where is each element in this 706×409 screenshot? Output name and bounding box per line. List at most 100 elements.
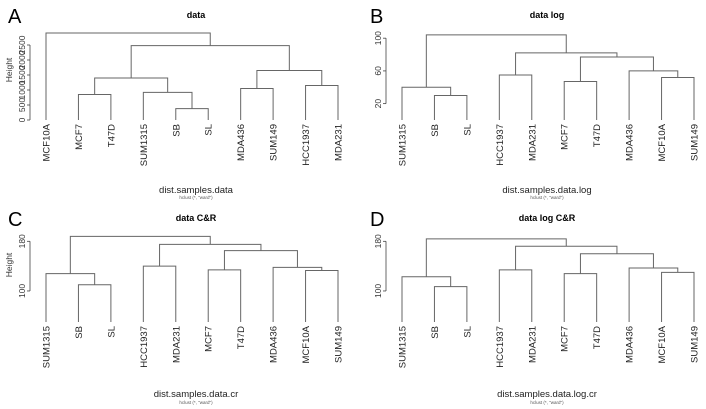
dendrogram-branch (563, 273, 598, 322)
dendrogram-branch (305, 85, 339, 120)
y-tick-label: 180 (17, 234, 27, 248)
leaf-label: HCC1937 (301, 124, 312, 166)
leaf-label: SL (106, 326, 117, 338)
dendrogram-branch (579, 253, 654, 274)
dendrogram-branch (498, 74, 533, 120)
dendrogram-branch (175, 108, 209, 120)
dendrogram-branch (515, 245, 618, 270)
leaf-label: SL (462, 124, 473, 136)
leaf-label: HCC1937 (139, 326, 150, 368)
leaf-label: HCC1937 (495, 326, 506, 368)
dendrogram-branch (425, 238, 567, 277)
leaf-label: SUM149 (334, 326, 345, 363)
leaf-label: SB (171, 124, 182, 137)
panel-title: data C&R (176, 213, 217, 223)
dendrogram-branch (661, 76, 695, 120)
leaf-label: MDA231 (527, 326, 538, 363)
method-subtitle: hclust (*, "ward") (530, 195, 564, 200)
leaf-label: MDA231 (171, 326, 182, 363)
y-tick-label: 180 (373, 234, 383, 248)
dendrogram-branch (77, 284, 112, 322)
leaf-label: SUM1315 (398, 124, 409, 166)
panel-letter: C (8, 209, 22, 231)
leaf-label: MDA231 (527, 124, 538, 161)
leaf-label: MCF10A (657, 123, 668, 161)
panel-title: data log (530, 10, 565, 20)
y-axis-title: Height (4, 57, 14, 82)
dendrogram-branch (425, 34, 567, 88)
dendrogram-branch (207, 269, 242, 322)
leaf-labels: SUM1315 SB SL HCC1937 MDA231 MCF7 T47D MDA436 MC… (398, 325, 701, 368)
leaf-label: T47D (236, 326, 247, 349)
method-subtitle: hclust (*, "ward") (179, 400, 213, 405)
dendrogram-branches (401, 238, 695, 322)
dendrogram-branch (142, 265, 177, 322)
leaf-label: MDA436 (269, 326, 280, 363)
dendrogram-branch (563, 81, 598, 120)
leaf-label: MDA436 (625, 124, 636, 161)
leaf-label: MCF10A (42, 123, 53, 161)
dendrogram-branch (77, 94, 112, 120)
panel-letter: D (370, 209, 384, 231)
leaf-label: SB (74, 326, 85, 339)
dendrogram-branch (433, 286, 468, 322)
x-axis-title: dist.samples.data (159, 185, 234, 196)
panel-letter: A (8, 6, 22, 28)
y-tick-label: 500 (17, 98, 27, 112)
panel-title: data (187, 10, 207, 20)
leaf-label: T47D (592, 124, 603, 147)
y-tick-label: 20 (373, 99, 383, 109)
dendrogram-branch (579, 56, 654, 82)
y-tick-label: 2500 (17, 35, 27, 54)
dendrogram-branch (159, 243, 262, 267)
dendrogram-branch (628, 267, 679, 322)
dendrogram-branches (45, 235, 339, 322)
dendrogram-branch (223, 250, 298, 270)
dendrogram-branches (401, 34, 695, 120)
leaf-label: MDA436 (236, 124, 247, 161)
panel-title: data log C&R (519, 213, 576, 223)
y-tick-label: 0 (17, 117, 27, 122)
leaf-label: MCF10A (301, 325, 312, 363)
y-tick-label: 100 (17, 284, 27, 298)
y-tick-label: 100 (373, 284, 383, 298)
leaf-label: T47D (592, 326, 603, 349)
leaf-label: MCF7 (560, 326, 571, 352)
method-subtitle: hclust (*, "ward") (530, 400, 564, 405)
y-tick-label: 100 (373, 31, 383, 45)
leaf-label: MCF7 (560, 124, 571, 150)
leaf-label: MCF10A (657, 325, 668, 363)
leaf-label: SUM1315 (398, 326, 409, 368)
dendrogram-branch (661, 271, 695, 322)
dendrogram-branch (628, 70, 679, 120)
leaf-label: SB (430, 326, 441, 339)
dendrogram-branch (130, 45, 290, 78)
dendrogram-branch (515, 52, 618, 75)
y-tick-label: 1000 (17, 80, 27, 99)
dendrogram-branch (433, 94, 468, 120)
leaf-label: SB (430, 124, 441, 137)
leaf-label: SUM149 (690, 124, 701, 161)
dendrogram-branch (69, 235, 211, 274)
panel-letter: B (370, 6, 383, 28)
dendrogram-branch (401, 276, 452, 322)
leaf-label: SUM149 (269, 124, 280, 161)
leaf-label: MDA436 (625, 326, 636, 363)
method-subtitle: hclust (*, "ward") (179, 195, 213, 200)
leaf-label: SUM149 (690, 326, 701, 363)
dendrogram-branch (498, 269, 533, 322)
y-axis: 100 180 (373, 234, 387, 298)
dendrogram-branch (401, 86, 452, 120)
leaf-label: SL (462, 326, 473, 338)
leaf-label: SUM1315 (42, 326, 53, 368)
dendrogram-branch (45, 32, 211, 120)
leaf-label: SUM1315 (139, 124, 150, 166)
